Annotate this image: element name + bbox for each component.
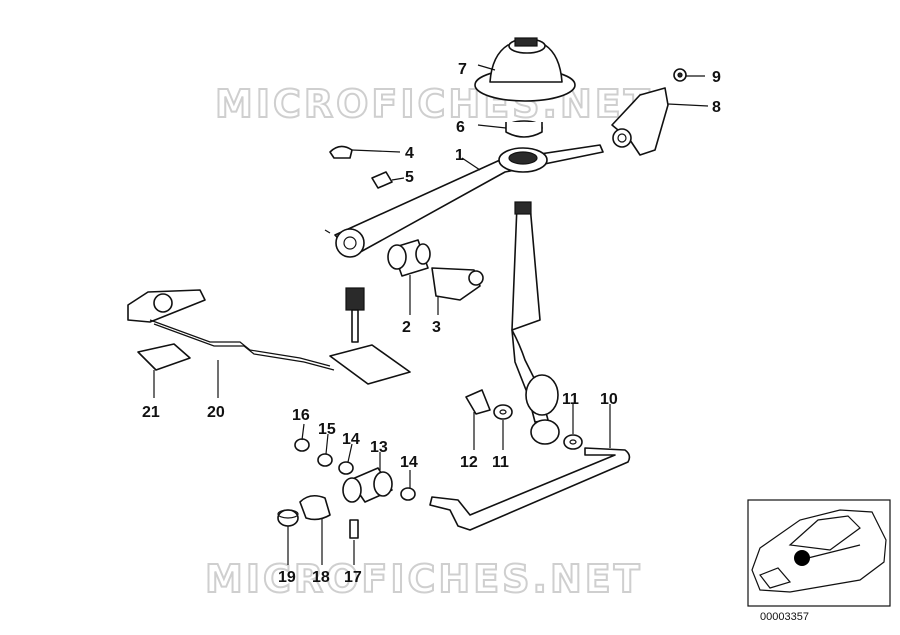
part-21-clip[interactable] — [137, 343, 191, 371]
callout-11-left: 11 — [492, 454, 509, 471]
part-16-ring[interactable] — [294, 438, 310, 452]
part-14-washer-b[interactable] — [400, 487, 416, 501]
callout-11-right: 11 — [562, 391, 579, 408]
switch-base[interactable] — [329, 344, 411, 385]
callout-3: 3 — [432, 319, 441, 336]
part-18-clip[interactable] — [299, 494, 331, 521]
callout-9: 9 — [712, 69, 721, 86]
part-7-shift-boot[interactable] — [474, 37, 576, 102]
callout-4: 4 — [405, 145, 414, 162]
callout-6: 6 — [456, 119, 465, 136]
part-3-bracket-clip[interactable] — [431, 267, 484, 301]
part-12-clip[interactable] — [465, 389, 491, 415]
callout-14-b: 14 — [400, 454, 418, 471]
part-4-clip[interactable] — [329, 145, 353, 159]
callout-20: 20 — [207, 404, 225, 421]
part-14-washer-a[interactable] — [338, 461, 354, 475]
callout-5: 5 — [405, 169, 414, 186]
leader-lines — [153, 64, 709, 565]
part-20-switch-cable[interactable] — [127, 289, 335, 371]
part-8-bracket[interactable] — [611, 87, 669, 156]
callout-18: 18 — [312, 569, 330, 586]
part-11-washer-left[interactable] — [493, 404, 513, 420]
callout-15: 15 — [318, 421, 336, 438]
part-2-bushing[interactable] — [387, 239, 431, 277]
part-9-nut[interactable] — [673, 68, 687, 82]
car-icon — [751, 509, 887, 593]
shift-rod[interactable] — [511, 201, 560, 445]
callout-1: 1 — [455, 147, 464, 164]
callout-19: 19 — [278, 569, 296, 586]
callout-16: 16 — [292, 407, 310, 424]
part-11-washer-right[interactable] — [563, 434, 583, 450]
part-1-shift-lever[interactable] — [324, 144, 604, 258]
part-10-shift-rod[interactable] — [429, 447, 631, 531]
vehicle-inset: 00003357 — [747, 499, 891, 623]
callout-12: 12 — [460, 454, 478, 471]
part-15-washer[interactable] — [317, 453, 333, 467]
callout-17: 17 — [344, 569, 362, 586]
part-5-clip[interactable] — [371, 171, 393, 189]
reference-number: 00003357 — [760, 611, 809, 623]
callout-10: 10 — [600, 391, 618, 408]
callout-21: 21 — [142, 404, 160, 421]
watermark-bottom: MICROFICHES.NET — [205, 557, 643, 601]
part-13-joint[interactable] — [342, 467, 393, 503]
callout-7: 7 — [458, 61, 467, 78]
callout-13: 13 — [370, 439, 388, 456]
callout-8: 8 — [712, 99, 721, 116]
callout-14-a: 14 — [342, 431, 360, 448]
part-17-pin[interactable] — [349, 519, 359, 539]
switch-knob[interactable] — [345, 287, 365, 343]
watermark-top: MICROFICHES.NET — [215, 82, 653, 126]
callout-2: 2 — [402, 319, 411, 336]
part-19-cap[interactable] — [277, 509, 299, 527]
part-6-bushing[interactable] — [505, 120, 543, 138]
